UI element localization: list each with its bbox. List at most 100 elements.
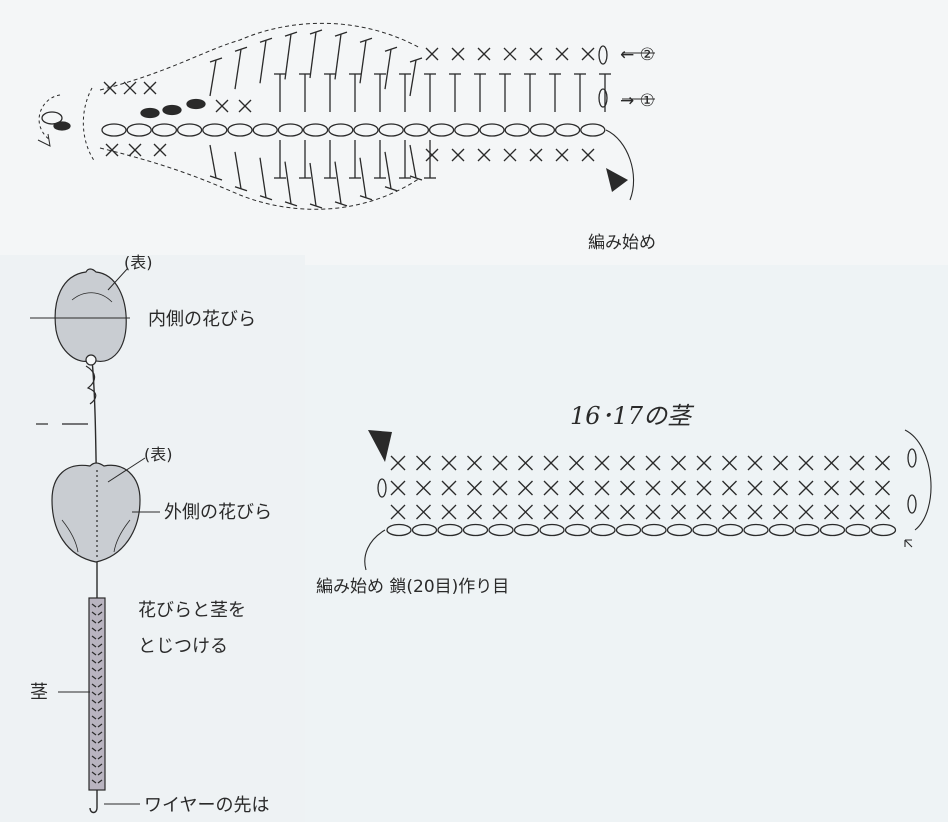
stem-sc-stitch: [747, 480, 763, 496]
tr-stitch: [284, 34, 292, 80]
petal-stitch-chart: [37, 22, 655, 210]
stem-texture-mark: [97, 699, 103, 704]
chain-stitch: [126, 123, 152, 137]
stem-chain-stitch: [666, 523, 693, 537]
sc-stitch: [555, 47, 569, 61]
stem-chain-stitch: [590, 523, 616, 537]
lower-outer-stitches: [209, 144, 423, 209]
sc-stitch: [581, 148, 595, 162]
stem-texture-mark: [97, 603, 103, 608]
stem-texture-mark: [97, 755, 103, 760]
stem-sc-stitch: [569, 480, 584, 496]
sc-stitch: [425, 148, 439, 162]
sc-stitch: [503, 148, 517, 162]
sc-stitch: [215, 99, 229, 113]
tr-stitch: [309, 31, 317, 79]
tr-stitch: [259, 40, 267, 84]
stem-chain-stitch: [819, 523, 846, 537]
chain-stitch: [479, 123, 505, 137]
stem-chain-stitch: [386, 523, 412, 537]
chain-stitch: [328, 123, 354, 137]
stem-chain-stitch: [513, 523, 540, 537]
stem-texture-mark: [91, 739, 97, 744]
tr-stitch: [209, 144, 217, 179]
stem-texture-mark: [91, 755, 97, 760]
start-arrow-icon: [606, 168, 628, 192]
tr-stitch-top: [334, 31, 348, 37]
petal-outline-left: [82, 87, 96, 163]
chain-stitch: [353, 123, 379, 137]
chain-stitch: [101, 123, 127, 137]
sc-stitch: [105, 143, 119, 157]
tr-stitch: [234, 49, 242, 90]
stem-chain-stitch: [615, 523, 642, 537]
stem-sc-stitch: [467, 455, 482, 471]
stem-start-curve: [364, 529, 386, 571]
stem-chain-stitch: [564, 523, 591, 537]
stem-label: 茎: [30, 682, 48, 703]
stem-texture-mark: [91, 747, 97, 752]
chain-stitch: [504, 123, 530, 137]
stem-texture-mark: [97, 739, 103, 744]
tr-stitch-top: [309, 29, 323, 35]
stem-texture-mark: [97, 731, 103, 736]
stem-sc-stitch: [645, 480, 661, 496]
turn-arrow-icon: [37, 133, 51, 147]
stem-sc-stitch: [798, 504, 814, 520]
stem-sc-stitch: [824, 504, 839, 520]
stem-texture-mark: [97, 627, 103, 632]
sc-stitch: [529, 47, 543, 61]
tr-stitch-top: [384, 46, 398, 52]
flower-assembly-illustration: [30, 267, 160, 814]
stem-turn-chain-left: [377, 478, 387, 498]
stem-sc-stitch: [620, 455, 635, 471]
inner-petal: [54, 268, 127, 362]
stem-texture-mark: [97, 675, 103, 680]
chain-stitch: [227, 123, 253, 137]
chain-stitch: [277, 123, 304, 137]
stem-sc-stitch: [875, 504, 890, 520]
stem-texture-mark: [91, 683, 97, 688]
stem-sc-stitch: [492, 455, 508, 471]
tr-stitch-top: [259, 37, 273, 43]
stem-sc-stitch: [747, 455, 763, 471]
tr-stitch-top: [259, 195, 273, 201]
stem-texture-mark: [91, 707, 97, 712]
sc-stitch: [425, 47, 439, 61]
tr-stitch-top: [309, 203, 323, 209]
stem-chain-stitch: [437, 523, 463, 537]
tr-stitch-top: [234, 46, 248, 52]
upper-outer-stitches: [209, 29, 423, 97]
stem-texture-mark: [91, 667, 97, 672]
stem-chain-stitch: [411, 523, 438, 537]
tr-stitch-top: [409, 175, 423, 181]
outer-petal-label: 外側の花びら: [164, 502, 272, 523]
stem-sc-stitch: [645, 455, 661, 471]
sc-stitch: [123, 81, 137, 95]
crochet-stem: [88, 597, 106, 791]
stem-sc-stitch: [569, 455, 584, 471]
stem-chain-stitch: [462, 523, 489, 537]
chain-stitch: [403, 123, 430, 137]
upper-tall-stitches: [274, 73, 611, 112]
stem-sc-stitch: [390, 480, 406, 496]
stem-sc-stitch: [773, 504, 788, 520]
stem-start-arrow-icon: [368, 430, 392, 462]
stem-sc-rows: [390, 455, 890, 520]
sc-stitch: [477, 47, 491, 61]
tr-stitch: [234, 151, 242, 189]
stem-sc-stitch: [467, 480, 482, 496]
chain-stitch: [428, 123, 455, 137]
chain-stitch: [302, 123, 329, 137]
stem-sc-stitch: [875, 480, 890, 496]
stem-start-label: 編み始め 鎖(20目)作り目: [316, 577, 509, 597]
stem-sc-stitch: [798, 480, 814, 496]
outer-face-label: (表): [144, 445, 173, 464]
stem-tube-texture: [91, 603, 103, 784]
stem-sc-stitch: [518, 480, 533, 496]
stem-texture-mark: [91, 715, 97, 720]
stem-sc-stitch: [849, 480, 865, 496]
stem-texture-mark: [97, 723, 103, 728]
stem-sc-stitch: [390, 455, 406, 471]
inner-petal-fold: [71, 292, 113, 303]
